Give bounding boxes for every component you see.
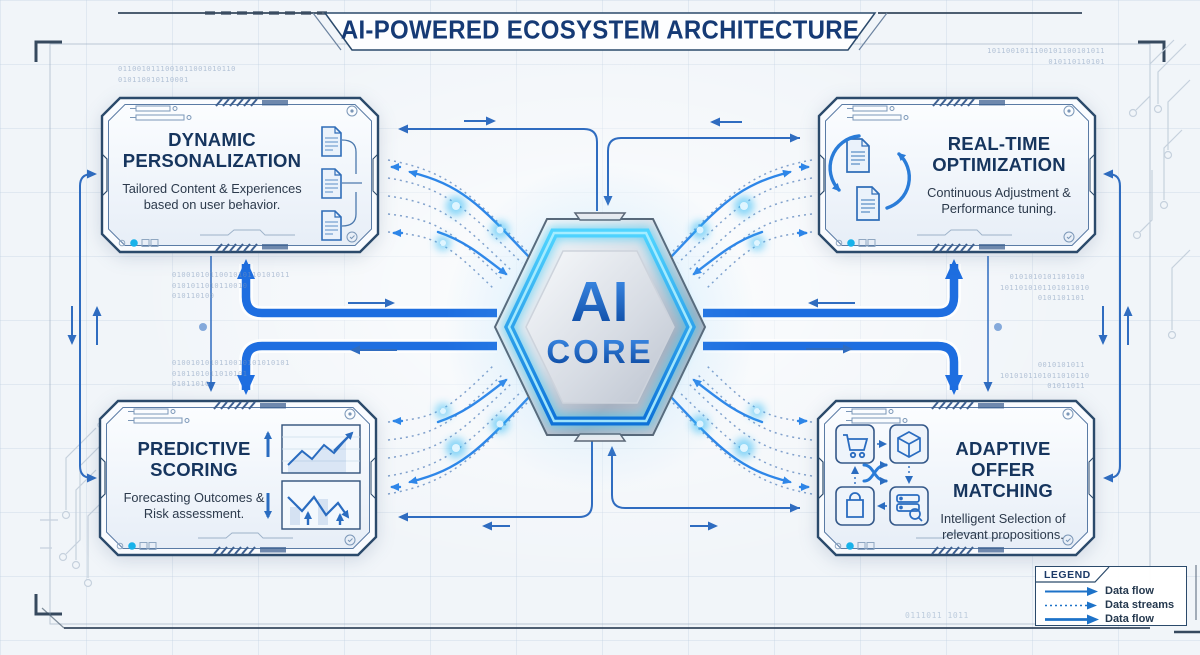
- circuit-traces-top-right: [1128, 39, 1191, 340]
- direction-arrows: [67, 116, 1133, 531]
- binary-decoration: 0110010111001011001010110 01011001011000…: [118, 65, 236, 84]
- binary-decoration: 1011001011100101100101011 010110110101: [987, 47, 1105, 66]
- dotted-arrow-icon: [1045, 601, 1097, 609]
- core-subtitle: CORE: [480, 335, 720, 368]
- legend-item-data-flow-thick: Data flow: [1043, 612, 1184, 626]
- legend-item-data-flow: Data flow: [1043, 584, 1184, 598]
- node-title: ADAPTIVE OFFER MATCHING: [953, 438, 1053, 501]
- core-title: AI: [480, 274, 720, 331]
- node-description: Tailored Content & Experiences based on …: [122, 180, 302, 213]
- node-card-dynamic-personalization: DYNAMIC PERSONALIZATION Tailored Content…: [100, 96, 380, 254]
- ai-core-hexagon: [493, 212, 707, 442]
- database-search-icon: [896, 494, 923, 522]
- binary-decoration: 0100101011001010110101011 01010110101100…: [172, 271, 290, 300]
- binary-decoration: 0111011 1011: [905, 611, 969, 620]
- document-refresh-cycle-icon: [828, 134, 911, 221]
- solid-arrow-icon: [1045, 586, 1098, 596]
- node-title: DYNAMIC PERSONALIZATION: [122, 129, 302, 171]
- node-card-predictive-scoring: PREDICTIVE SCORING Forecasting Outcomes …: [98, 399, 378, 557]
- node-description: Continuous Adjustment & Performance tuni…: [927, 184, 1071, 217]
- legend-item-data-streams: Data streams: [1043, 598, 1184, 612]
- documents-flow-icon: [321, 126, 362, 241]
- shuffle-icon: [862, 461, 888, 485]
- vertical-guides: [199, 256, 1002, 392]
- thick-arrow-icon: [1045, 614, 1099, 624]
- primary-data-flow-lines: [237, 259, 963, 395]
- cart-icon: [843, 434, 869, 459]
- thin-routing-lines: [398, 124, 800, 522]
- feedback-loops: [79, 169, 1121, 483]
- bag-icon: [846, 492, 864, 518]
- node-description: Intelligent Selection of relevant propos…: [940, 510, 1066, 543]
- node-card-adaptive-offer-matching: ADAPTIVE OFFER MATCHING Intelligent Sele…: [816, 399, 1096, 557]
- legend-tab-divider: [1036, 566, 1110, 583]
- legend-panel: LEGEND Data flow Data streams Data flow: [1035, 566, 1187, 626]
- node-title: PREDICTIVE SCORING: [137, 438, 251, 480]
- package-icon: [897, 431, 921, 458]
- title-banner: [312, 12, 888, 51]
- legend-title: LEGEND: [1044, 569, 1091, 581]
- binary-decoration: 0010101011 1010101101011010110 01011011: [1000, 361, 1090, 390]
- node-description: Forecasting Outcomes & Risk assessment.: [123, 489, 265, 522]
- node-title: REAL-TIME OPTIMIZATION: [932, 133, 1066, 175]
- commerce-matching-icon: [835, 424, 929, 526]
- trend-risk-charts-icon: [264, 424, 361, 530]
- binary-decoration: 0101010101101010 1011010101101011010 010…: [1000, 273, 1090, 302]
- binary-decoration: 0100101010110010101010101 01011010110101…: [172, 359, 290, 388]
- circuit-traces-bottom-left: [40, 422, 116, 588]
- page-title: AI-POWERED ECOSYSTEM ARCHITECTURE: [340, 16, 860, 45]
- node-card-real-time-optimization: REAL-TIME OPTIMIZATION Continuous Adjust…: [817, 96, 1097, 254]
